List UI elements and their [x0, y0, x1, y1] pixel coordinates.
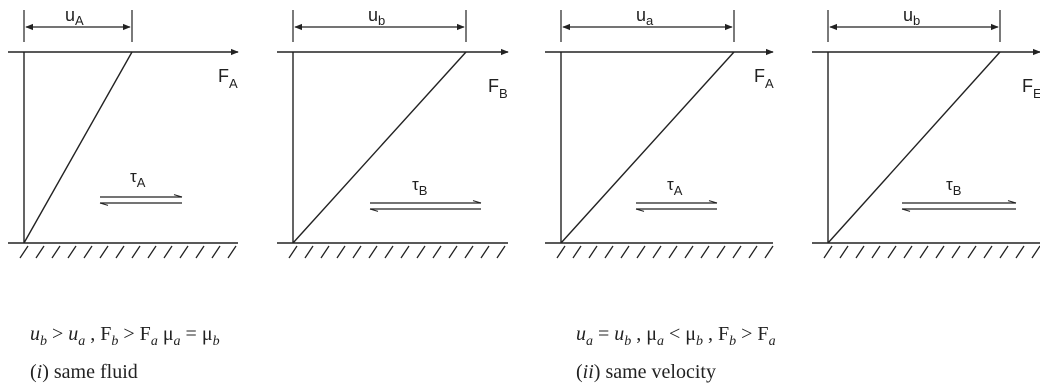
tau-label: τA [667, 175, 683, 198]
floor-hatch [823, 245, 1040, 259]
floor-hatch [288, 245, 506, 259]
velocity-profile [827, 51, 1001, 244]
panel-1: uA FA τA [8, 5, 239, 259]
velocity-profile [292, 51, 467, 244]
velocity-profile [560, 51, 735, 244]
force-label: FA [218, 66, 238, 91]
force-label: FE [1022, 76, 1040, 101]
force-label: FB [488, 76, 508, 101]
caption-left-title: (i) same fluid [30, 361, 138, 383]
floor-hatch [19, 245, 237, 259]
panel-2: ub FB τB [277, 5, 509, 259]
u-label: uA [65, 5, 84, 28]
caption-right-relation: ua = ub , μa < μb , Fb > Fa [576, 323, 776, 349]
u-label: ub [368, 5, 385, 28]
u-label: ua [636, 5, 654, 28]
panel-4: ub FE τB [812, 5, 1040, 259]
tau-label: τB [412, 175, 427, 198]
caption-left-relation: ub > ua , Fb > Fa μa = μb [30, 323, 220, 349]
force-label: FA [754, 66, 774, 91]
caption-right-title: (ii) same velocity [576, 361, 716, 383]
velocity-profile [23, 51, 133, 244]
floor-hatch [556, 245, 774, 259]
u-label: ub [903, 5, 920, 28]
tau-label: τA [130, 167, 146, 190]
panel-3: ua FA τA [545, 5, 774, 259]
tau-label: τB [946, 175, 961, 198]
